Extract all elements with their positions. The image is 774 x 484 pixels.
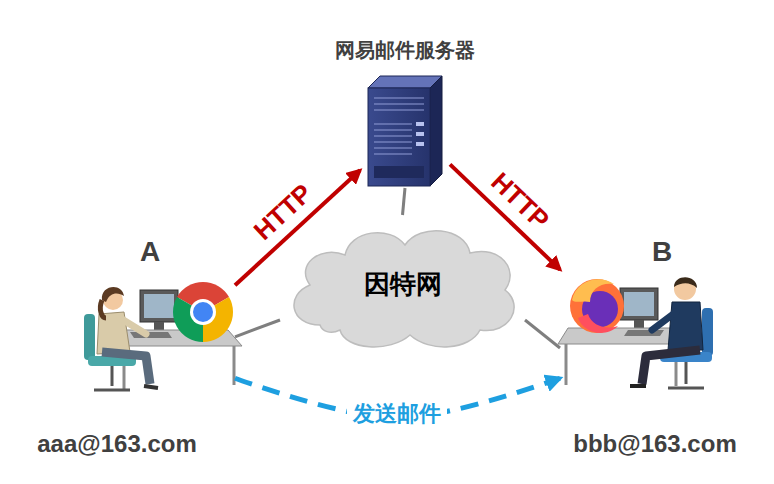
server-icon-part	[368, 88, 430, 186]
server-icon-part-part	[374, 141, 412, 142]
server-icon-part-part	[374, 147, 412, 148]
user-b-figure-part	[634, 320, 644, 328]
user-b-figure-part	[702, 308, 713, 356]
server-icon-part	[430, 76, 442, 186]
email-address: aaa@163.com	[37, 430, 197, 458]
server-icon-part	[416, 132, 424, 136]
user-b-figure-part	[642, 350, 700, 384]
user-b-figure-part	[668, 302, 703, 350]
user-a-figure-part	[102, 352, 150, 384]
user-node: Bbbb@163.com	[560, 236, 770, 460]
user-a-figure-part	[120, 318, 146, 334]
send-mail-arrow-label: 发送邮件	[347, 401, 447, 427]
server-icon-part-part	[374, 129, 412, 130]
user-a-figure-part	[154, 322, 164, 330]
http-arrow-label: HTTP	[248, 178, 317, 245]
server-icon-part-part	[374, 109, 424, 110]
server-title: 网易邮件服务器	[335, 39, 475, 62]
user-letter: B	[652, 236, 672, 268]
user-b-figure-part	[624, 330, 664, 336]
server-icon-part-part	[374, 153, 412, 154]
server-icon-part	[374, 98, 424, 154]
cloud-shape	[294, 231, 514, 347]
network-link	[403, 188, 406, 215]
server-icon-part	[368, 76, 442, 88]
server-node: 网易邮件服务器	[360, 70, 450, 188]
server-icon-part-part	[374, 97, 424, 98]
user-a-figure-part	[102, 287, 124, 302]
network-link	[235, 320, 280, 337]
chrome-icon	[173, 282, 233, 342]
user-node: Aaaa@163.com	[20, 236, 235, 460]
server-icon	[368, 76, 442, 186]
user-letter: A	[140, 236, 160, 268]
user-b-figure-part	[685, 362, 688, 384]
user-a-figure-part	[94, 389, 130, 392]
network-link	[525, 320, 560, 348]
internet-cloud: 因特网	[280, 215, 525, 355]
user-b-figure	[558, 277, 713, 388]
user-a-figure-part	[130, 332, 172, 338]
http-arrow-label: HTTP	[486, 167, 555, 235]
server-icon-part	[416, 142, 424, 146]
user-a-figure-part	[100, 300, 106, 318]
server-icon-part-part	[374, 103, 424, 104]
user-a-figure-part	[140, 290, 178, 322]
user-a-figure-part	[111, 366, 114, 386]
user-b-figure-part	[674, 277, 697, 288]
user-b-figure-part	[620, 288, 658, 320]
cloud-label: 因特网	[364, 270, 442, 300]
user-b-figure-part	[668, 387, 704, 390]
user-a-figure-part	[144, 386, 158, 388]
user-b-figure-part	[652, 312, 676, 330]
user-a-figure-part	[84, 314, 95, 360]
email-address: bbb@163.com	[573, 430, 736, 458]
firefox-icon-part	[578, 314, 618, 333]
firefox-icon-part	[570, 279, 624, 333]
server-icon-part	[374, 166, 424, 178]
server-icon-part	[416, 122, 424, 126]
chrome-icon-part	[190, 299, 216, 325]
firefox-icon	[570, 279, 624, 333]
firefox-icon-part	[572, 279, 614, 302]
server-icon-part-part	[374, 123, 412, 124]
user-b-figure-part	[565, 344, 568, 385]
chrome-icon-part	[193, 302, 213, 322]
user-a-figure-part	[144, 294, 174, 318]
user-b-figure-part	[630, 384, 646, 388]
server-icon-part-part	[374, 135, 412, 136]
user-b-figure-part	[674, 278, 696, 300]
user-b-figure-part	[624, 292, 654, 316]
